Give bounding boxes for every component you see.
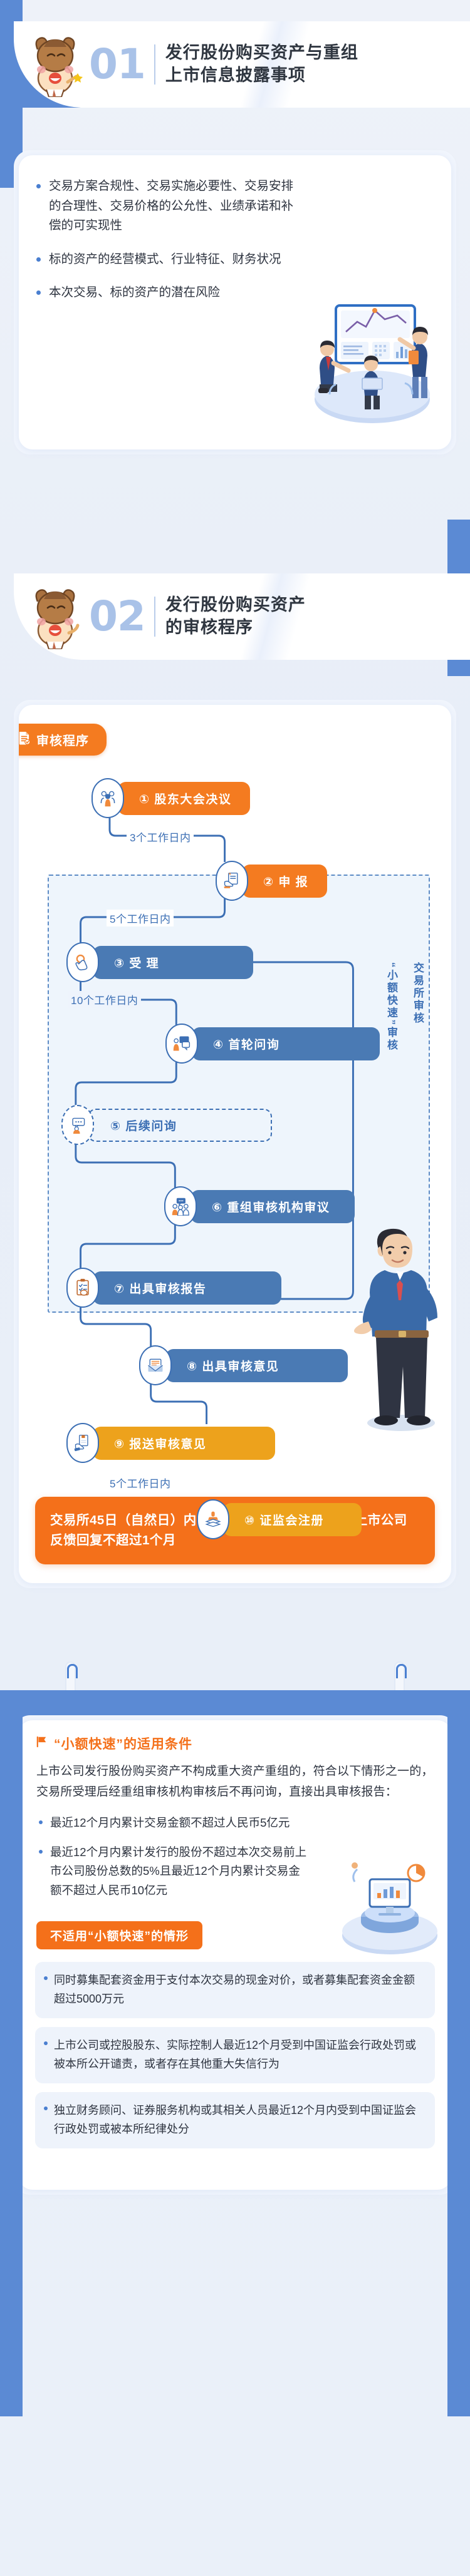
list-item: 交易方案合规性、交易实施必要性、交易安排的合理性、交易价格的公允性、业绩承诺和补… xyxy=(35,177,298,236)
section-01-number: 01 xyxy=(89,40,146,88)
flow-step-2-label: ② 申 报 xyxy=(242,864,328,898)
flow-step-6[interactable]: ⑥ 重组审核机构审议 xyxy=(164,1186,355,1226)
flow-step-6-label: ⑥ 重组审核机构审议 xyxy=(191,1189,355,1223)
header-divider xyxy=(154,44,155,85)
conditions-intro: 上市公司发行股份购买资产不构成重大资产重组的，符合以下情形之一的，交易所受理后经… xyxy=(36,1765,434,1799)
submit-opinion-icon xyxy=(66,1423,99,1463)
disclosure-bullet-list: 交易方案合规性、交易实施必要性、交易安排的合理性、交易价格的公允性、业绩承诺和补… xyxy=(19,155,451,324)
exclusions-heading: 不适用“小额快速”的情形 xyxy=(36,1921,203,1950)
flow-step-1-label: ① 股东大会决议 xyxy=(118,781,251,815)
header-divider-2 xyxy=(154,597,155,637)
header-white-panel-2: 02 发行股份购买资产 的审核程序 xyxy=(14,573,470,660)
header-band-2: 02 发行股份购买资产 的审核程序 xyxy=(0,573,470,660)
list-item: 独立财务顾问、证券服务机构或其相关人员最近12个月内受到中国证监会行政处罚或被本… xyxy=(35,2091,435,2148)
followup-inquiry-icon xyxy=(61,1105,94,1145)
section-01: 01 发行股份购买资产与重组 上市信息披露事项 交易方案合规性、交易实施必要性、… xyxy=(0,0,470,488)
wire-label-4: 5个工作日内 xyxy=(107,1474,174,1491)
flow-step-7[interactable]: ⑦ 出具审核报告 xyxy=(66,1268,282,1308)
right-rail-3 xyxy=(447,1715,470,2416)
wire-label-1: 3个工作日内 xyxy=(127,828,194,845)
flow-section-tab-label: 审核程序 xyxy=(36,734,89,748)
list-item: 同时募集配套资金用于支付本次交易的现金对价，或者募集配套资金金额超过5000万元 xyxy=(35,1962,435,2019)
click-accept-icon xyxy=(66,942,99,982)
committee-review-icon xyxy=(164,1186,197,1226)
first-inquiry-icon xyxy=(165,1024,198,1064)
small-fast-review-label: “小额快速”审核 xyxy=(385,962,397,1052)
wire-label-2: 5个工作日内 xyxy=(107,910,174,926)
exchange-review-label: 交易所审核 xyxy=(412,962,424,1025)
flow-step-9-label: ⑨ 报送审核意见 xyxy=(93,1426,276,1460)
flow-section-tab: 审核程序 xyxy=(19,724,107,756)
csrc-stamp-icon xyxy=(197,1499,229,1539)
flow-step-10-label: ⑩ 证监会注册 xyxy=(223,1502,362,1536)
list-item: 标的资产的经营模式、行业特征、财务状况 xyxy=(35,250,298,270)
flow-card: 审核程序 xyxy=(19,705,451,1583)
section-01-title: 发行股份购买资产与重组 上市信息披露事项 xyxy=(165,42,358,86)
flow-step-10[interactable]: ⑩ 证监会注册 xyxy=(197,1499,362,1539)
section-01-card-shell: 交易方案合规性、交易实施必要性、交易安排的合理性、交易价格的公允性、业绩承诺和补… xyxy=(14,150,456,454)
exclusions-list: 同时募集配套资金用于支付本次交易的现金对价，或者募集配套资金金额超过5000万元… xyxy=(19,1952,451,2173)
business-meeting-illustration xyxy=(297,283,445,431)
data-analysis-illustration xyxy=(330,1842,446,1958)
list-item: 最近12个月内累计交易金额不超过人民币5亿元 xyxy=(38,1814,307,1833)
flow-step-5[interactable]: ⑤ 后续问询 xyxy=(61,1105,273,1145)
envelope-opinion-icon xyxy=(139,1345,172,1385)
header-white-panel: 01 发行股份购买资产与重组 上市信息披露事项 xyxy=(14,21,470,108)
conditions-title-row: “小额快速”的适用条件 xyxy=(19,1720,192,1755)
section-02-title: 发行股份购买资产 的审核程序 xyxy=(165,594,306,639)
section-02-title-line2: 的审核程序 xyxy=(165,618,253,637)
section-02-number: 02 xyxy=(89,592,146,640)
flow-step-4-label: ④ 首轮问询 xyxy=(192,1027,380,1060)
left-rail-3 xyxy=(0,1715,23,2416)
flow-step-7-label: ⑦ 出具审核报告 xyxy=(93,1271,282,1305)
section-01-title-line1: 发行股份购买资产与重组 xyxy=(165,43,358,63)
flow-step-8[interactable]: ⑧ 出具审核意见 xyxy=(139,1345,348,1385)
wire-label-3: 10个工作日内 xyxy=(68,991,142,1008)
flow-step-2[interactable]: ② 申 报 xyxy=(216,861,328,901)
clipboard-report-icon xyxy=(66,1268,99,1308)
flow-step-5-label: ⑤ 后续问询 xyxy=(88,1108,273,1142)
list-item: 上市公司或控股股东、实际控制人最近12个月受到中国证监会行政处罚或被本所公开谴责… xyxy=(35,2027,435,2083)
conditions-card: “小额快速”的适用条件 上市公司发行股份购买资产不构成重大资产重组的，符合以下情… xyxy=(19,1720,451,2190)
flow-step-1[interactable]: ① 股东大会决议 xyxy=(91,778,251,818)
approval-flowchart: ① 股东大会决议 3个工作日内 xyxy=(19,756,451,1539)
shareholders-meeting-icon xyxy=(91,778,124,818)
flow-step-9[interactable]: ⑨ 报送审核意见 xyxy=(66,1423,276,1463)
header-band: 01 发行股份购买资产与重组 上市信息披露事项 xyxy=(0,21,470,108)
flag-icon xyxy=(35,1735,48,1752)
section-02-header: 02 发行股份购买资产 的审核程序 xyxy=(0,573,470,660)
ox-mascot-icon xyxy=(25,32,85,98)
ox-mascot-icon xyxy=(25,584,85,650)
submit-document-icon xyxy=(216,861,248,901)
flow-step-8-label: ⑧ 出具审核意见 xyxy=(165,1348,348,1382)
section-01-title-line2: 上市信息披露事项 xyxy=(165,66,306,85)
list-item: 本次交易、标的资产的潜在风险 xyxy=(35,283,298,303)
document-check-icon xyxy=(19,731,31,749)
section-01-card: 交易方案合规性、交易实施必要性、交易安排的合理性、交易价格的公允性、业绩承诺和补… xyxy=(19,155,451,449)
section-01-header: 01 发行股份购买资产与重组 上市信息披露事项 xyxy=(0,21,470,108)
list-item: 最近12个月内累计发行的股份不超过本次交易前上市公司股份总数的5%且最近12个月… xyxy=(38,1843,307,1901)
section-02-title-line1: 发行股份购买资产 xyxy=(165,595,306,615)
flow-step-3-label: ③ 受 理 xyxy=(93,945,254,979)
businessman-presenting-illustration xyxy=(352,1228,446,1434)
flow-step-4[interactable]: ④ 首轮问询 xyxy=(165,1024,380,1064)
section-03-card-shell: “小额快速”的适用条件 上市公司发行股份购买资产不构成重大资产重组的，符合以下情… xyxy=(14,1715,456,2195)
conditions-title: “小额快速”的适用条件 xyxy=(54,1737,192,1752)
flow-step-3[interactable]: ③ 受 理 xyxy=(66,942,254,982)
section-02-card-shell: 审核程序 xyxy=(14,700,456,1588)
conditions-list: 最近12个月内累计交易金额不超过人民币5亿元 最近12个月内累计发行的股份不超过… xyxy=(19,1806,451,1916)
